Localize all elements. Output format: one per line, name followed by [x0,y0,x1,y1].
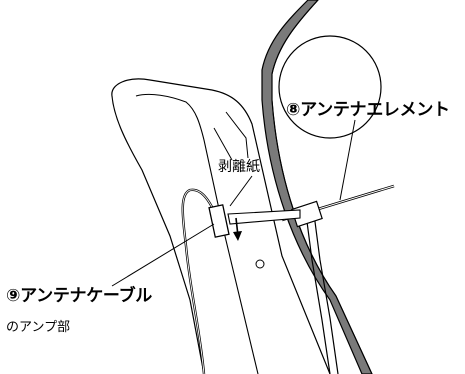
window-frame-inner-edge [271,0,373,374]
pillar-outer [111,78,331,374]
pillar-groove-2 [213,127,233,161]
pillar-hole [255,259,265,269]
antenna-cable-highlight [182,189,223,374]
connection-strip [227,209,301,225]
leader-antenna-element [339,119,356,201]
antenna-element-label: ⑧アンテナエレメント [286,100,450,120]
amp-section-label: のアンプ部 [6,320,71,335]
pillar-groove [225,111,249,159]
antenna-element-lead-2 [313,213,339,374]
pillar-left-edge [111,95,205,374]
leader-antenna-cable [111,223,215,287]
release-paper-label: 剥離紙 [218,159,260,175]
antenna-element-circle [278,35,382,139]
pillar-inner [135,93,259,374]
leader-release-paper [229,175,253,207]
antenna-element-lead [305,213,331,374]
down-arrow-icon [233,217,242,241]
antenna-cable-label: ⑨アンテナケーブル [6,286,152,306]
amp-unit [208,204,230,238]
